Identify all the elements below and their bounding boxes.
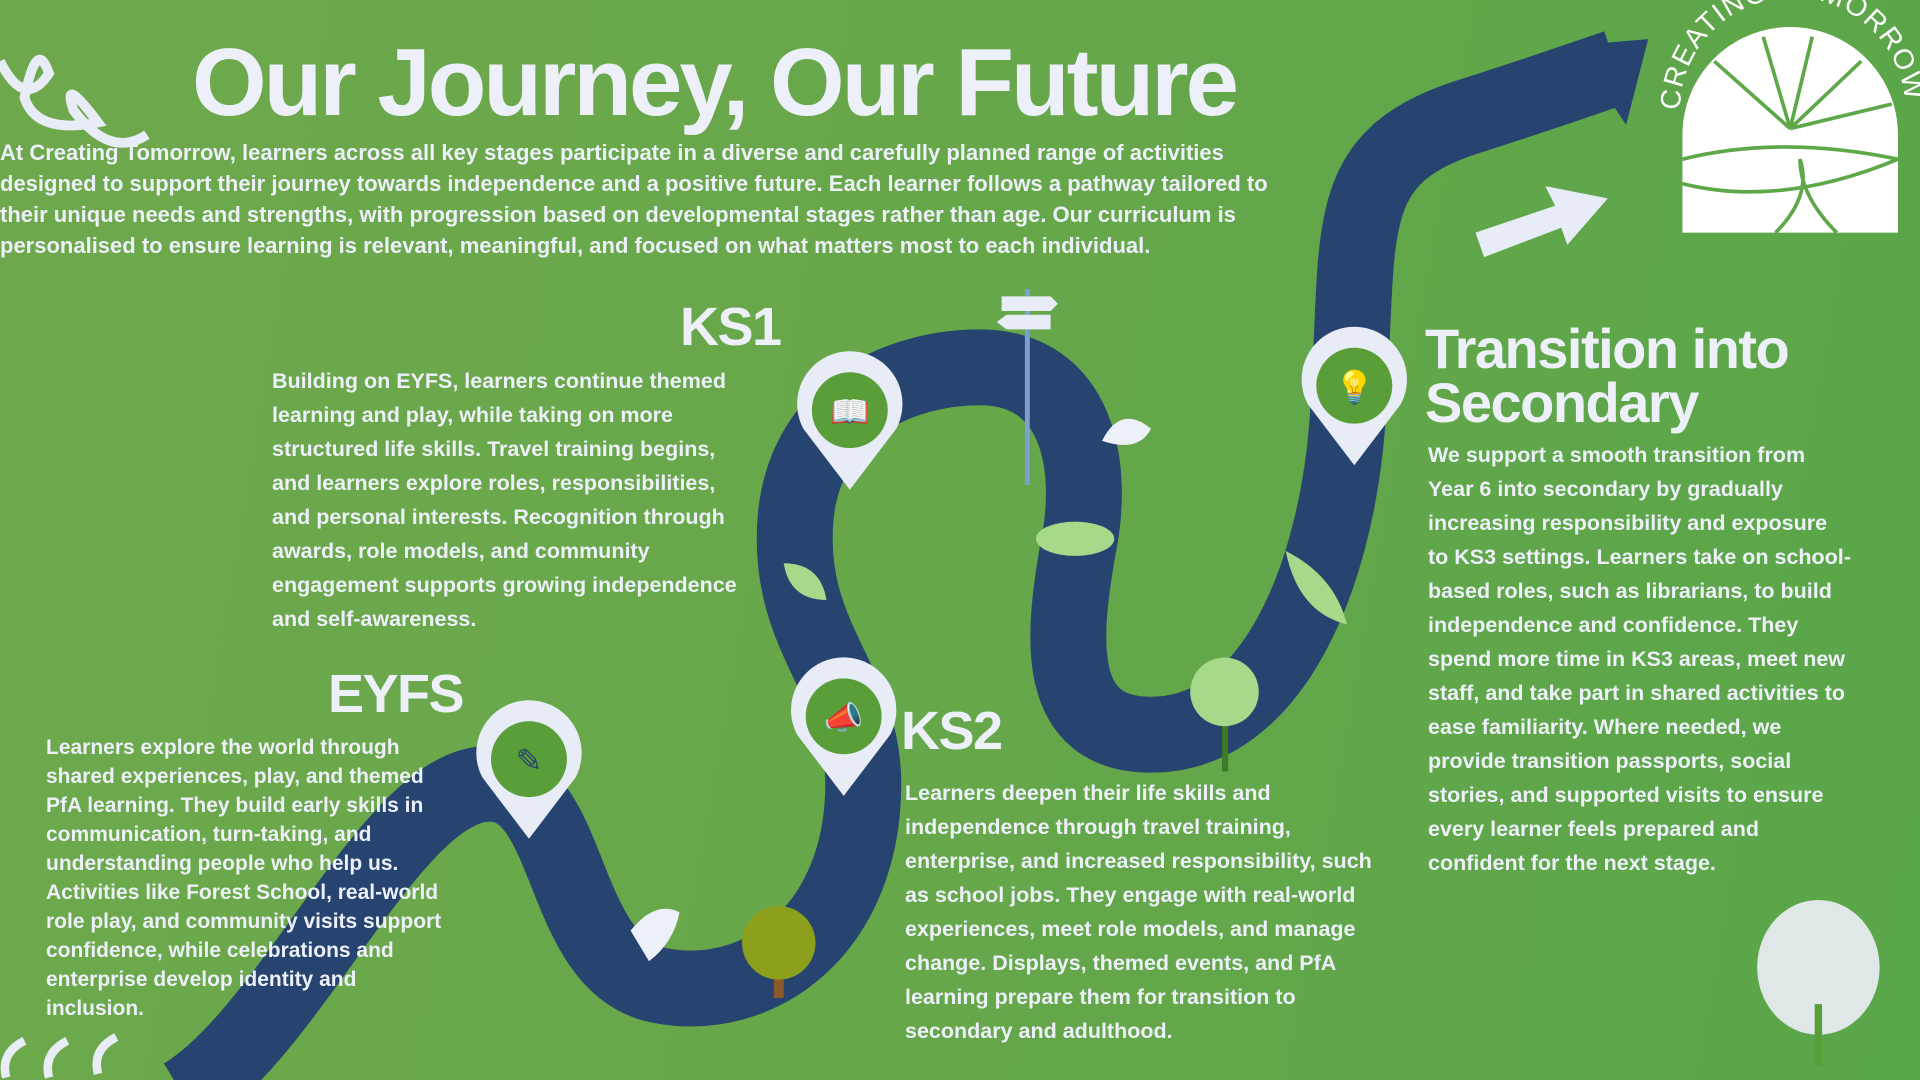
pin-eyfs: ✎ [476,700,582,839]
ks2-text: Learners deepen their life skills and in… [905,781,1372,1043]
willow-tree-icon [1757,900,1880,1066]
ks1-heading: KS1 [680,297,782,357]
page-title: Our Journey, Our Future [192,29,1239,136]
leaf-icon [1102,418,1152,445]
transition-text: We support a smooth transition from Year… [1428,443,1851,875]
eyfs-heading: EYFS [328,664,465,724]
eyfs-text: Learners explore the world through share… [46,736,442,1020]
pin-ks2: 📣 [791,657,897,796]
tree-icon [1190,657,1259,772]
pin-transition: 💡 [1301,326,1407,466]
road-arrowhead [1561,39,1649,125]
small-arrow [1475,186,1608,258]
transition-heading: Transition into Secondary [1425,317,1790,434]
ks1-text: Building on EYFS, learners continue them… [272,369,737,631]
megaphone-icon: 📣 [824,700,864,736]
pin-ks1: 📖 [797,351,903,490]
book-search-icon: 📖 [830,393,870,429]
signpost-icon [996,288,1058,485]
quote-decoration [0,1033,119,1079]
box-lightbulb-icon: 💡 [1334,369,1374,405]
leaf-icon [630,908,680,962]
intro-paragraph: At Creating Tomorrow, learners across al… [0,140,1268,258]
creating-tomorrow-logo: CREATING TOMORROW [1655,0,1920,234]
grass-icon [1035,521,1115,556]
tree-icon [742,906,816,998]
leaf-icon [783,563,827,600]
ks2-heading: KS2 [901,701,1003,761]
swirl-decoration [0,54,150,148]
pencil-star-icon: ✎ [516,742,543,778]
leaf-icon [1285,551,1347,625]
